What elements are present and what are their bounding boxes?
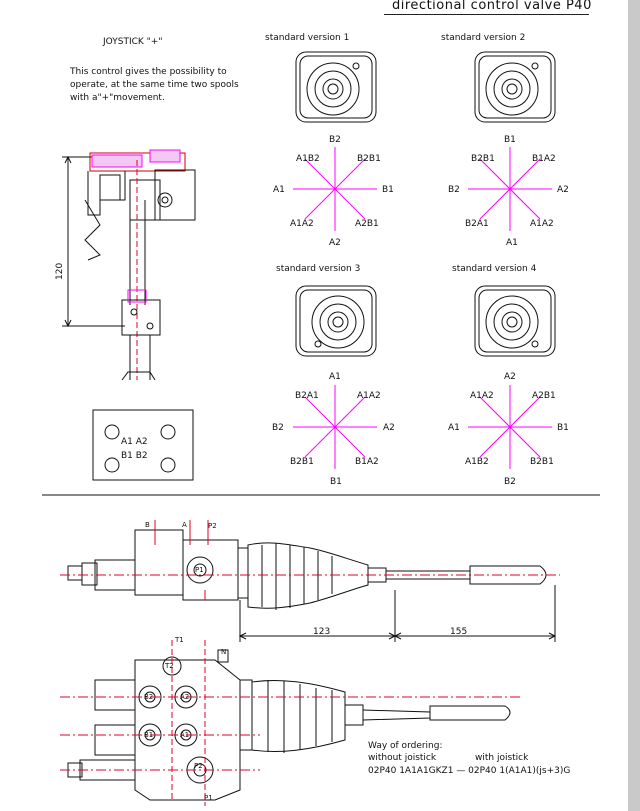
side-port-b: B xyxy=(145,521,150,529)
version-1-title: standard version 1 xyxy=(265,33,349,43)
version-4-star xyxy=(468,385,552,469)
front-port-b2: B2 xyxy=(144,693,153,701)
joystick-section-drawing xyxy=(62,149,196,381)
front-port-n: N xyxy=(221,648,226,656)
dimension-123-label: 123 xyxy=(313,627,330,637)
v4-label-n: A2 xyxy=(504,372,516,382)
v3-label-sw: B2B1 xyxy=(290,457,314,467)
port-grid-row1: A1 A2 xyxy=(121,437,148,447)
front-port-p2: P2 xyxy=(194,762,203,770)
version-3-icon xyxy=(295,285,377,357)
version-1-icon xyxy=(295,51,377,123)
front-port-t1: T1 xyxy=(174,636,184,644)
v1-label-e: B1 xyxy=(382,185,394,195)
side-port-p2: P2 xyxy=(208,522,217,530)
side-port-p1: P1 xyxy=(195,566,204,574)
joystick-description: This control gives the possibility to op… xyxy=(70,67,239,103)
dimension-120-label: 120 xyxy=(55,263,65,280)
v3-label-s: B1 xyxy=(330,477,342,487)
title-underline xyxy=(384,14,589,15)
front-port-p1: P1 xyxy=(204,794,213,802)
front-port-a2: A2 xyxy=(180,693,189,701)
v2-label-w: B2 xyxy=(448,185,460,195)
v2-label-ne: B1A2 xyxy=(532,154,556,164)
front-port-b1: B1 xyxy=(144,731,153,739)
front-port-a1: A1 xyxy=(180,731,189,739)
version-4-icon xyxy=(474,285,556,357)
v4-label-nw: A1A2 xyxy=(470,391,494,401)
v2-label-s: A1 xyxy=(506,238,518,248)
ordering-with-label: with joistick xyxy=(475,753,529,763)
v2-label-sw: B2A1 xyxy=(465,219,489,229)
valve-front-view xyxy=(60,640,520,806)
version-3-star xyxy=(293,385,377,469)
v3-label-ne: A1A2 xyxy=(357,391,381,401)
side-port-a: A xyxy=(182,521,187,529)
ordering-without-label: without joistick xyxy=(368,753,437,763)
v2-label-se: A1A2 xyxy=(530,219,554,229)
v1-label-sw: A1A2 xyxy=(290,219,314,229)
v2-label-nw: B2B1 xyxy=(471,154,495,164)
v3-label-n: A1 xyxy=(329,372,341,382)
v3-label-nw: B2A1 xyxy=(295,391,319,401)
page-title: directional control valve P40 xyxy=(392,0,592,13)
v4-label-s: B2 xyxy=(504,477,516,487)
version-2-star xyxy=(468,147,552,231)
version-2-icon xyxy=(474,51,556,123)
v1-label-s: A2 xyxy=(329,238,341,248)
v1-label-se: A2B1 xyxy=(355,219,379,229)
v3-label-e: A2 xyxy=(383,423,395,433)
v3-label-w: B2 xyxy=(272,423,284,433)
v2-label-e: A2 xyxy=(557,185,569,195)
v1-label-ne: B2B1 xyxy=(357,154,381,164)
version-3-title: standard version 3 xyxy=(276,264,360,274)
v4-label-sw: A1B2 xyxy=(465,457,489,467)
dimension-155-label: 155 xyxy=(450,627,467,637)
port-grid-box xyxy=(92,409,194,481)
v1-label-nw: A1B2 xyxy=(296,154,320,164)
version-4-title: standard version 4 xyxy=(452,264,537,274)
v4-label-w: A1 xyxy=(448,423,460,433)
version-2-title: standard version 2 xyxy=(441,33,525,43)
joystick-title: JOYSTICK "+" xyxy=(103,37,163,47)
v4-label-ne: A2B1 xyxy=(532,391,556,401)
v4-label-e: B1 xyxy=(557,423,569,433)
ordering-code: 02P40 1A1A1GKZ1 — 02P40 1(A1A1)(js+3)G xyxy=(368,766,570,776)
v3-label-se: B1A2 xyxy=(355,457,379,467)
v1-label-w: A1 xyxy=(273,185,285,195)
valve-side-view xyxy=(60,520,560,642)
ordering-title: Way of ordering: xyxy=(368,741,443,751)
v1-label-n: B2 xyxy=(329,135,341,145)
v2-label-n: B1 xyxy=(504,135,516,145)
version-1-star xyxy=(293,147,377,231)
v4-label-se: B2B1 xyxy=(530,457,554,467)
port-grid-row2: B1 B2 xyxy=(121,451,148,461)
right-scrollbar[interactable] xyxy=(628,0,640,811)
front-port-t2: T2 xyxy=(164,662,174,670)
